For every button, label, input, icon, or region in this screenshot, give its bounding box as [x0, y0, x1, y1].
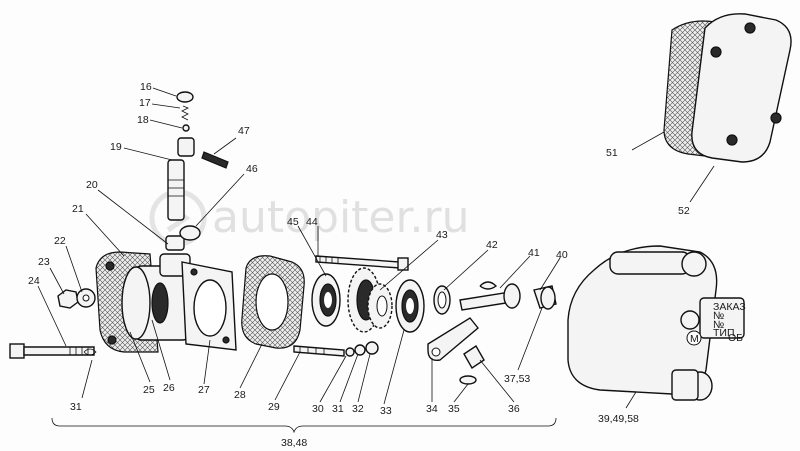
- stud-washers: [293, 341, 379, 357]
- plate-logo-text: М: [690, 333, 699, 345]
- group-bracket: 38,48: [51, 417, 557, 449]
- callout-37-53: 37,53: [504, 373, 530, 385]
- bolt-nut-set: [9, 288, 97, 359]
- callout-47: 47: [238, 125, 250, 137]
- plate-text-4: ТИП: [713, 327, 735, 339]
- callout-27: 27: [198, 384, 210, 396]
- callout-labels: 16 17 18 19 47 46 20 21 22 23 24 25 26 2…: [28, 81, 690, 425]
- callout-35: 35: [448, 403, 460, 415]
- callout-36: 36: [508, 403, 520, 415]
- callout-31a: 31: [70, 401, 82, 413]
- callout-52: 52: [678, 205, 690, 217]
- callout-26: 26: [163, 382, 175, 394]
- housing-body-26: [121, 253, 193, 341]
- callout-40: 40: [556, 249, 568, 261]
- gasket-28: [241, 255, 305, 349]
- ring-42: [433, 285, 451, 315]
- callout-46: 46: [246, 163, 258, 175]
- callout-31b: 31: [332, 403, 344, 415]
- cover-plate-52: [691, 13, 792, 163]
- callout-21: 21: [72, 203, 84, 215]
- callout-19: 19: [110, 141, 122, 153]
- plate-text-1: ЗАКАЗ: [713, 301, 746, 313]
- callout-22: 22: [54, 235, 66, 247]
- plate-text-5: ОБ: [728, 332, 743, 344]
- callout-25: 25: [143, 384, 155, 396]
- callout-24: 24: [28, 275, 40, 287]
- shaft-lever: [427, 281, 521, 385]
- plate-text-3: №: [713, 319, 724, 331]
- callout-32: 32: [352, 403, 364, 415]
- callout-34: 34: [426, 403, 438, 415]
- callout-41: 41: [528, 247, 540, 259]
- plate-text-2: №: [713, 310, 724, 322]
- bolt-44: [315, 255, 409, 271]
- housing-flange-27: [181, 261, 237, 351]
- callout-16: 16: [140, 81, 152, 93]
- callout-44: 44: [306, 216, 318, 228]
- callout-51: 51: [606, 147, 618, 159]
- callout-17: 17: [139, 97, 151, 109]
- valve-assembly: [165, 91, 229, 251]
- callout-20: 20: [86, 179, 98, 191]
- gear-43: [347, 267, 393, 333]
- callout-28: 28: [234, 389, 246, 401]
- coupling-37: [533, 285, 557, 310]
- callout-30: 30: [312, 403, 324, 415]
- callout-39-49-58: 39,49,58: [598, 413, 639, 425]
- callout-43: 43: [436, 229, 448, 241]
- main-housing-39: ЗАКАЗ № № ТИП М ОБ: [567, 245, 746, 401]
- callout-29: 29: [268, 401, 280, 413]
- callout-18: 18: [137, 114, 149, 126]
- leader-lines: [37, 87, 715, 409]
- bearing-33: [395, 279, 425, 333]
- bearing-45: [311, 273, 341, 327]
- callout-42: 42: [486, 239, 498, 251]
- callout-33: 33: [380, 405, 392, 417]
- callout-45: 45: [287, 216, 299, 228]
- callout-23: 23: [38, 256, 50, 268]
- watermark-text: autopiter.ru: [212, 192, 470, 243]
- callout-38-48: 38,48: [281, 437, 307, 449]
